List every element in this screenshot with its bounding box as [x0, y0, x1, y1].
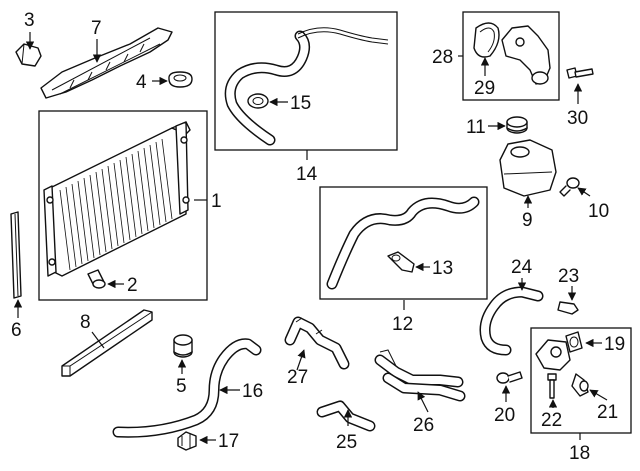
- callout-2: 2: [127, 275, 138, 296]
- radiator-group-frame: [38, 110, 208, 301]
- callout-21: 21: [597, 402, 618, 423]
- callout-5: 5: [176, 376, 187, 397]
- part-3-bracket: [15, 43, 42, 67]
- radiator-core-fins: [59, 138, 173, 271]
- part-23-clip: [557, 301, 579, 315]
- part-6-side-seal: [10, 211, 22, 299]
- part-5-radiator-cap: [173, 334, 193, 358]
- part-22-bolt: [547, 373, 557, 399]
- upper-hose-group-frame: [214, 11, 398, 151]
- part-15-hose-clamp: [247, 93, 269, 109]
- part-4-grommet: [168, 71, 193, 88]
- part-8-lower-seal: [61, 309, 153, 377]
- part-26-pipe-assembly: [374, 349, 466, 402]
- callout-12: 12: [392, 314, 413, 335]
- part-9-coolant-reservoir: [499, 139, 557, 197]
- part-19-gasket: [565, 331, 583, 353]
- callout-29: 29: [474, 78, 495, 99]
- part-27-coolant-pipe: [284, 316, 350, 370]
- callout-27: 27: [287, 367, 308, 388]
- part-28-thermostat-housing: [501, 25, 551, 85]
- callout-3: 3: [24, 10, 35, 31]
- callout-labels: 3 7 4 1 2 6 8 5 16 17 15 14 27 25 26 12 …: [11, 10, 625, 464]
- callout-16: 16: [242, 381, 263, 402]
- part-10-bolt: [559, 177, 580, 197]
- part-7-air-deflector: [40, 27, 173, 99]
- callout-13: 13: [432, 258, 453, 279]
- bypass-hose-group-frame: [319, 186, 488, 300]
- part-29-gasket: [473, 22, 500, 58]
- part-30-bolt: [566, 67, 594, 79]
- callout-11: 11: [466, 117, 486, 138]
- callout-24: 24: [511, 257, 533, 278]
- callout-7: 7: [91, 18, 102, 39]
- part-20-bolt: [496, 371, 523, 384]
- callout-20: 20: [494, 405, 515, 426]
- callout-1: 1: [211, 191, 222, 212]
- callout-28: 28: [432, 47, 453, 68]
- callout-22: 22: [541, 410, 562, 431]
- leader-lines: [13, 32, 608, 445]
- part-17-hose-clamp: [177, 431, 197, 451]
- part-25-hose: [316, 400, 376, 432]
- part-18-connector-housing: [535, 339, 571, 371]
- callout-18: 18: [569, 443, 590, 464]
- part-2-bolt: [87, 269, 106, 289]
- callout-25: 25: [336, 432, 357, 453]
- callout-10: 10: [588, 201, 609, 222]
- part-12-bypass-hose: [326, 196, 480, 290]
- callout-14: 14: [296, 164, 318, 185]
- part-11-reservoir-cap: [506, 116, 528, 134]
- callout-4: 4: [136, 72, 147, 93]
- part-14-upper-hose: [224, 27, 389, 146]
- connector-group-frame: [530, 327, 632, 434]
- part-21-sensor: [571, 373, 589, 397]
- callout-26: 26: [413, 415, 434, 436]
- callout-15: 15: [290, 93, 311, 114]
- part-24-heater-hose: [479, 286, 544, 356]
- callout-9: 9: [522, 210, 533, 231]
- callout-19: 19: [604, 334, 625, 355]
- part-13-hose-clip: [387, 251, 415, 273]
- callout-23: 23: [558, 266, 579, 287]
- part-16-lower-hose: [112, 338, 262, 438]
- callout-30: 30: [567, 108, 588, 129]
- part-1-radiator: [43, 121, 191, 277]
- callout-17: 17: [218, 431, 239, 452]
- callout-6: 6: [11, 320, 22, 341]
- callout-8: 8: [80, 312, 91, 333]
